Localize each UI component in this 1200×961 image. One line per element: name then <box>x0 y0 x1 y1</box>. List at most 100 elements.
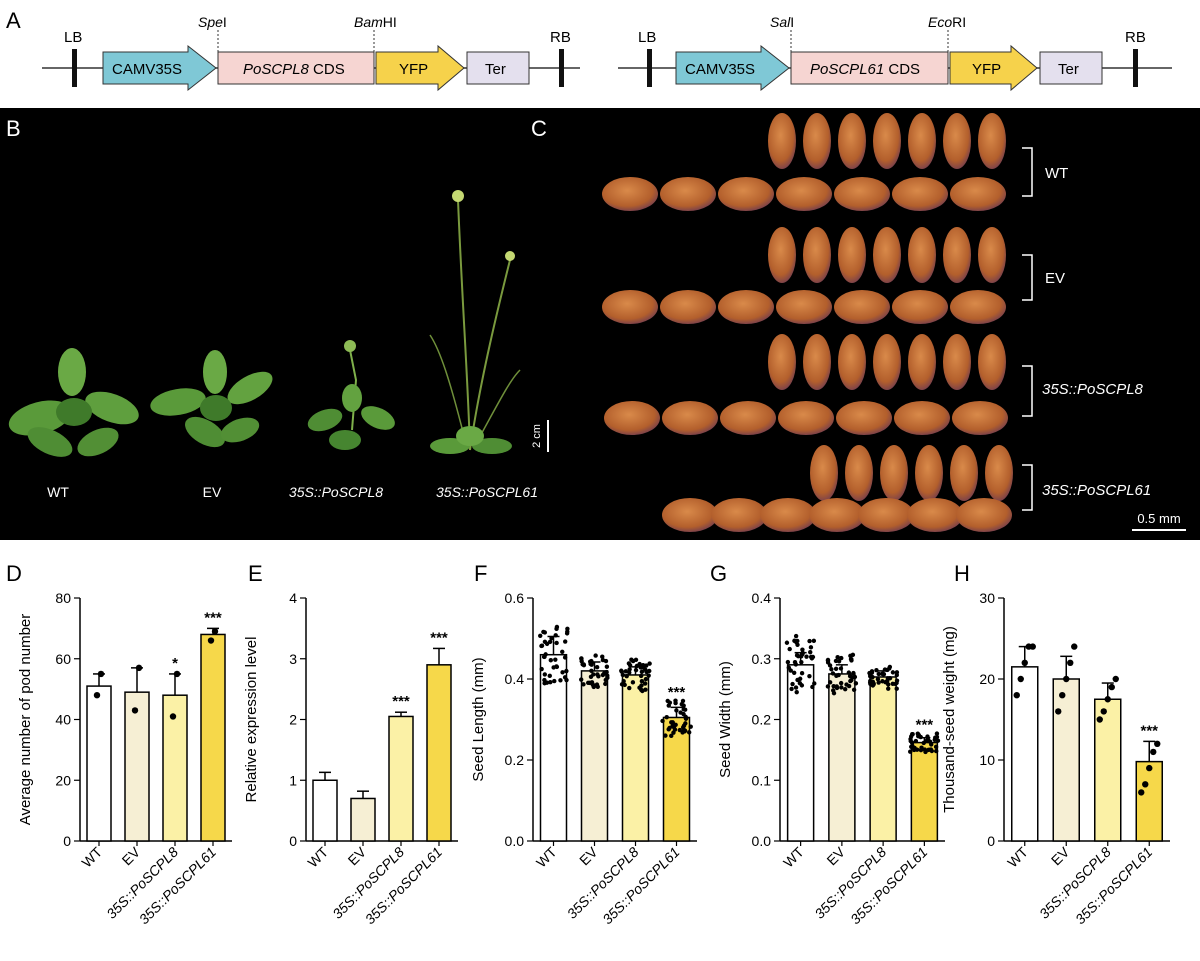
data-point <box>560 670 565 675</box>
data-point <box>207 637 215 644</box>
data-point <box>627 667 632 672</box>
seed-image <box>768 227 796 283</box>
scpl8-plant-image <box>307 340 395 450</box>
data-point <box>797 680 803 686</box>
data-point <box>551 665 556 670</box>
data-point <box>794 639 799 645</box>
data-point <box>853 681 859 686</box>
bar <box>162 694 188 842</box>
y-tick-label: 0 <box>987 833 995 849</box>
data-point <box>834 684 839 689</box>
x-tick-label: WT <box>780 843 807 870</box>
plant-photo-background <box>0 108 598 540</box>
data-point <box>620 672 626 678</box>
data-point <box>876 680 881 685</box>
seed-label-wt: WT <box>1045 165 1068 182</box>
data-point <box>547 673 552 679</box>
data-point <box>1021 659 1028 666</box>
data-point <box>624 673 629 679</box>
seed-photo-panel: C WT EV 35S::PoSCPL8 35S::PoSCPL61 0.5 m… <box>531 108 1200 540</box>
data-point <box>830 671 836 676</box>
data-point <box>885 678 890 684</box>
data-point <box>808 649 813 655</box>
seed-image <box>718 177 774 211</box>
seed-image <box>858 498 914 532</box>
data-point <box>791 670 797 675</box>
data-point <box>595 672 600 677</box>
seed-image <box>711 498 767 532</box>
data-point <box>619 682 625 687</box>
data-point <box>563 639 568 644</box>
y-tick-label: 60 <box>55 651 71 667</box>
data-point <box>935 738 941 743</box>
y-tick-label: 0.0 <box>505 833 525 849</box>
seed-image <box>602 290 658 324</box>
cds-box <box>790 51 949 85</box>
data-point <box>835 654 840 660</box>
bar <box>828 673 856 842</box>
data-point <box>605 673 610 678</box>
seed-image <box>803 334 831 390</box>
data-point <box>682 729 687 734</box>
data-point <box>669 733 674 739</box>
y-tick-label: 40 <box>55 712 71 728</box>
data-point <box>1063 675 1070 683</box>
data-point <box>809 656 815 661</box>
data-point <box>673 698 678 703</box>
seed-label-ev: EV <box>1045 270 1065 287</box>
data-point <box>643 676 649 682</box>
data-point <box>683 716 689 721</box>
bar <box>350 797 376 842</box>
seed-image <box>660 290 716 324</box>
promoter-arrow <box>102 44 217 92</box>
data-point <box>893 681 898 687</box>
right-border-marker <box>559 49 564 87</box>
data-point <box>1138 789 1145 796</box>
yfp-arrow <box>375 44 465 92</box>
data-point <box>600 657 606 663</box>
data-point <box>674 708 679 713</box>
x-tick-label: 35S::PoSCPL61 <box>1072 844 1155 927</box>
data-point <box>627 670 632 675</box>
data-point <box>831 690 837 696</box>
data-point <box>913 738 919 744</box>
y-tick-label: 0.0 <box>752 833 772 849</box>
y-tick-label: 3 <box>289 651 297 667</box>
data-point <box>660 718 665 724</box>
seed-image <box>985 445 1013 501</box>
data-point <box>1142 781 1149 788</box>
seed-image <box>836 401 892 435</box>
data-point <box>553 633 558 638</box>
data-point <box>869 670 875 675</box>
data-point <box>1067 659 1074 666</box>
significance-mark: *** <box>668 684 686 701</box>
yfp-label: YFP <box>972 61 1001 78</box>
seed-image <box>873 113 901 169</box>
data-point <box>1055 708 1062 715</box>
seed-image <box>952 401 1008 435</box>
data-point <box>131 707 139 714</box>
seed-image <box>943 227 971 283</box>
data-point <box>833 666 839 672</box>
data-point <box>838 666 844 671</box>
data-point <box>790 681 795 687</box>
data-point <box>548 658 554 663</box>
data-point <box>793 662 799 667</box>
data-point <box>665 698 670 704</box>
data-point <box>627 663 633 668</box>
data-point <box>799 671 805 676</box>
group-bracket <box>1022 147 1033 197</box>
seed-image <box>943 334 971 390</box>
y-tick-label: 0.3 <box>752 651 772 667</box>
seed-image <box>873 227 901 283</box>
seed-image <box>908 113 936 169</box>
data-point <box>638 673 644 679</box>
y-tick-label: 1 <box>289 772 297 788</box>
data-point <box>564 668 569 674</box>
data-point <box>825 658 831 663</box>
bar <box>580 670 609 842</box>
data-point <box>925 734 930 739</box>
seed-image <box>778 401 834 435</box>
